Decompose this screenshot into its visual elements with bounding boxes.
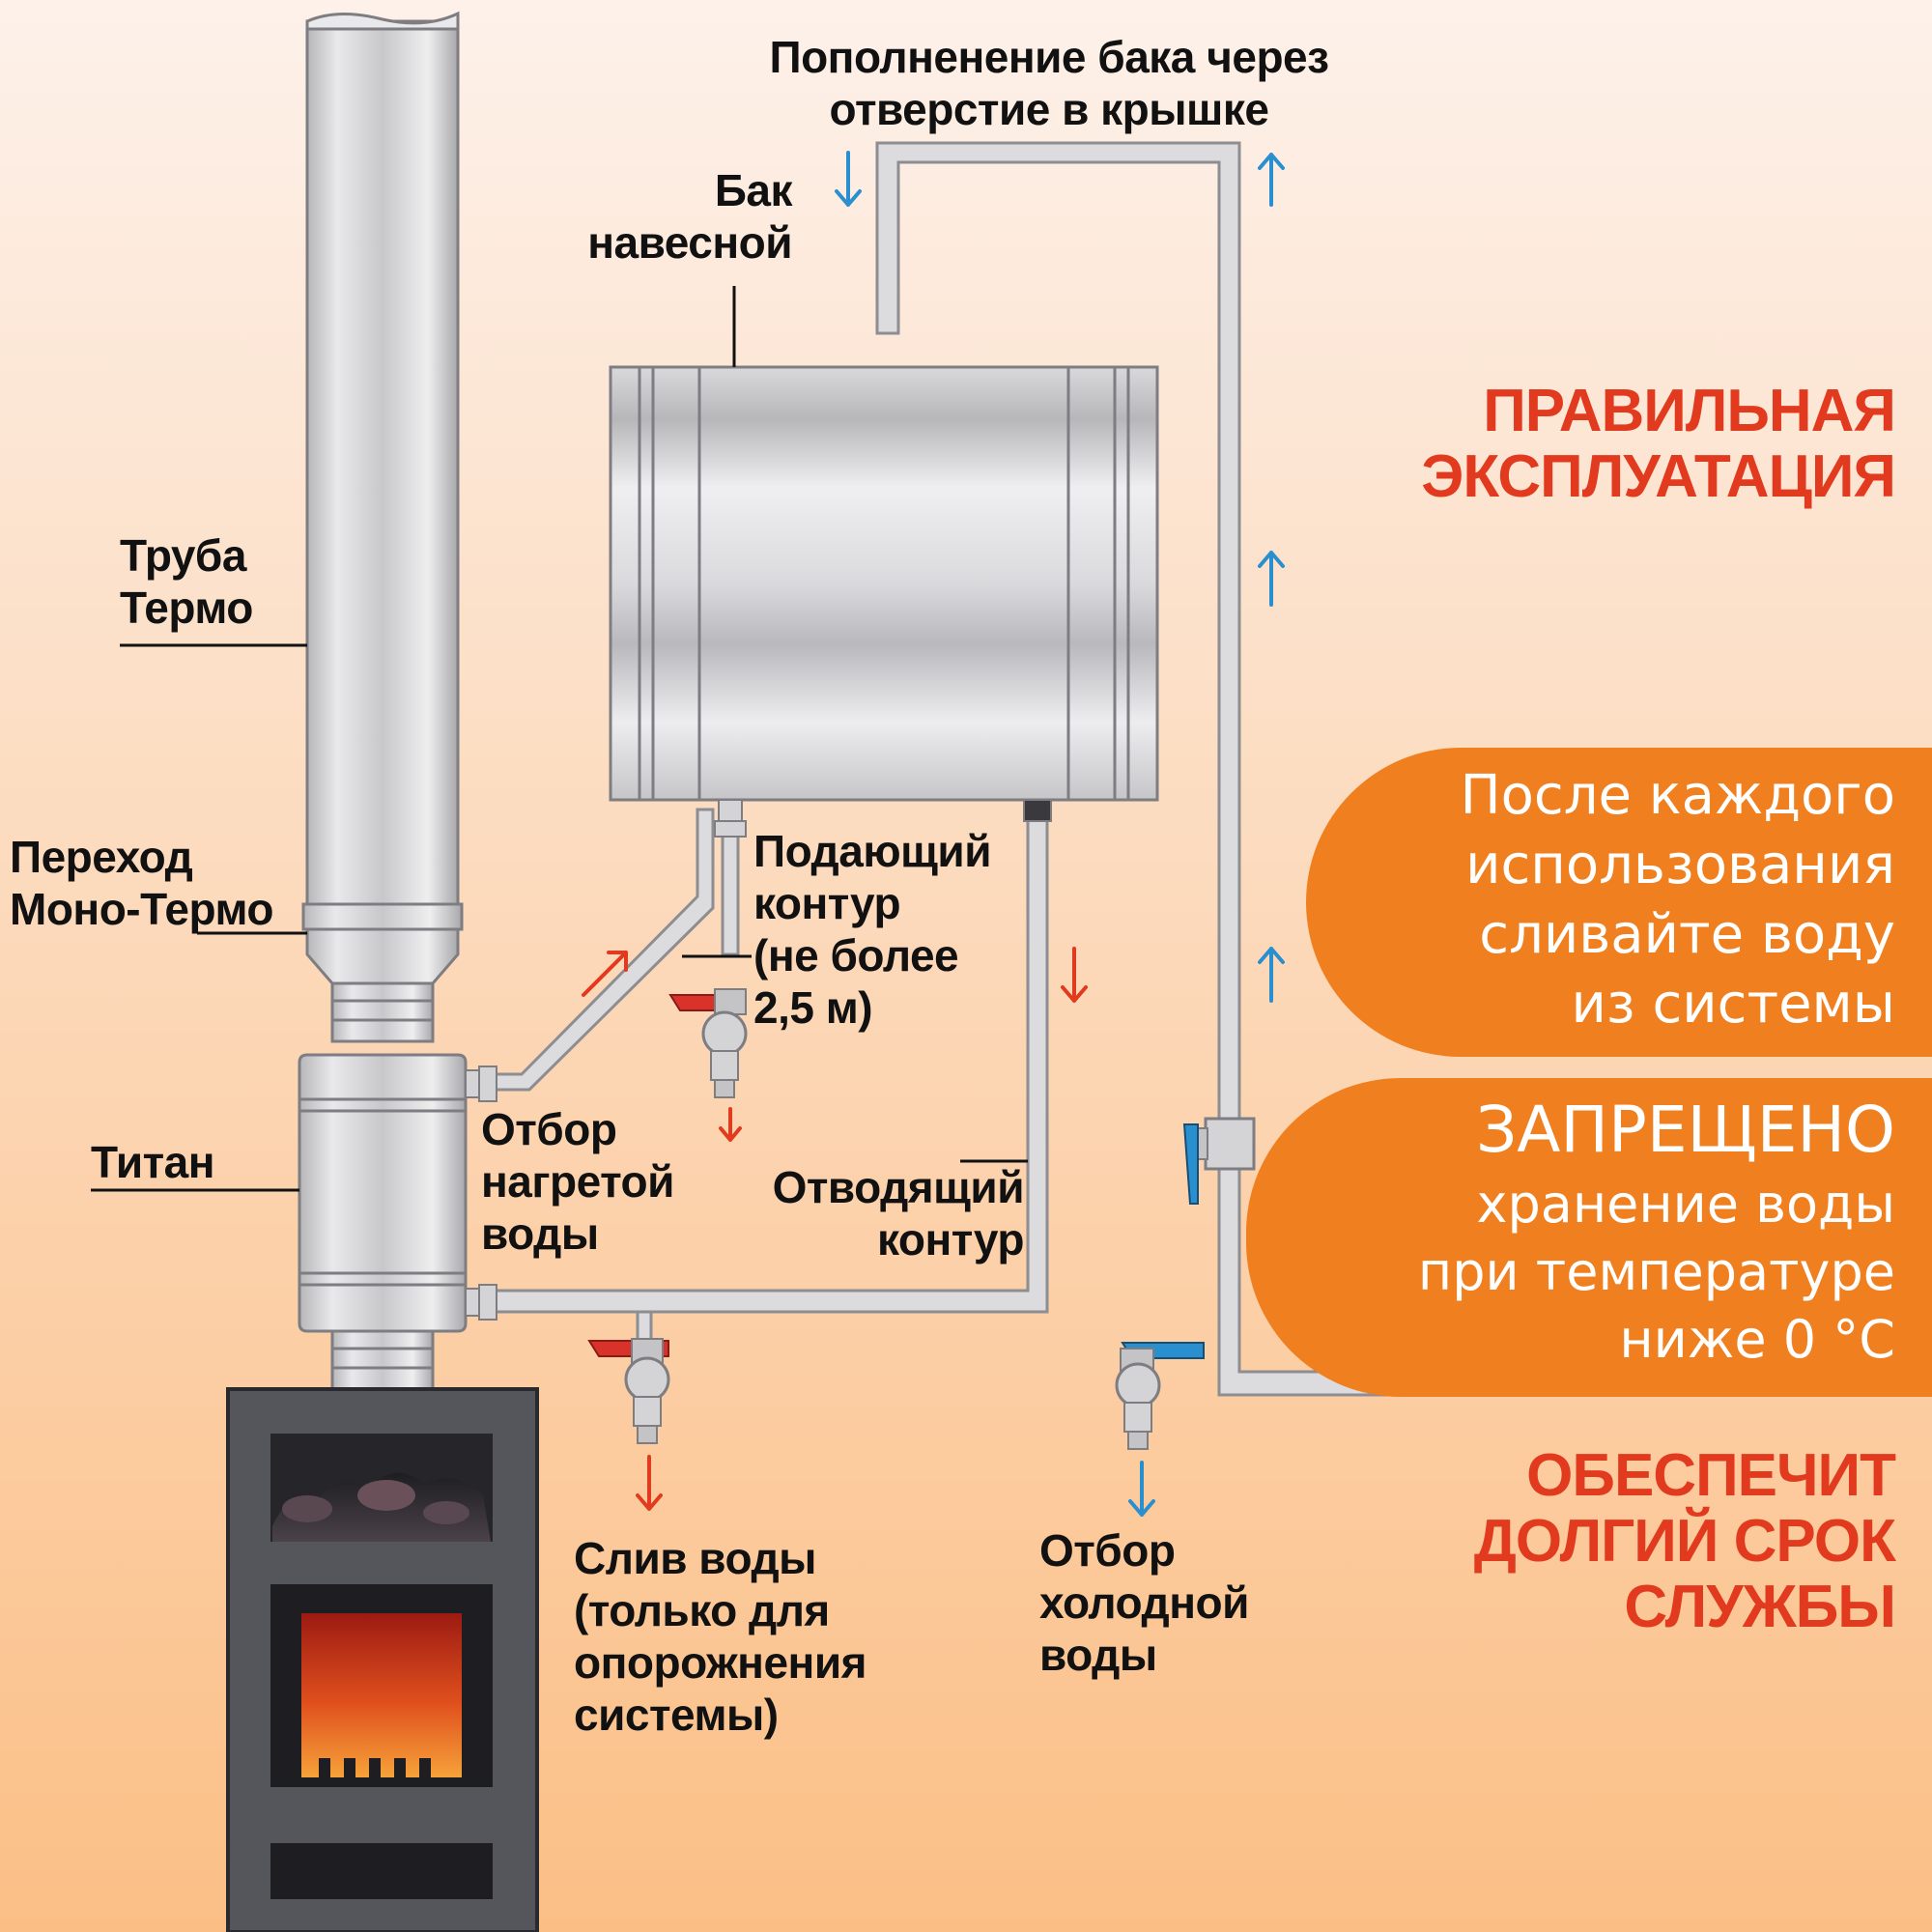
notice-forbidden-text: хранение воды при температуре ниже 0 °С (1417, 1174, 1895, 1370)
chimney-label: Труба Термо (120, 530, 253, 633)
headline-long-service: ОБЕСПЕЧИТ ДОЛГИЙ СРОК СЛУЖБЫ (1473, 1442, 1896, 1640)
hanging-tank (609, 365, 1159, 802)
notice-forbidden-title: ЗАПРЕЩЕНО (1475, 1093, 1895, 1167)
supply-valve (668, 988, 748, 1098)
tank-label: Бак навесной (587, 165, 792, 268)
hot-outlet-label: Отбор нагретой воды (481, 1104, 674, 1259)
notice-drain-pill (1306, 748, 1932, 1057)
cold-flow-arrows (835, 151, 1285, 1517)
cold-outlet-valve (1115, 1342, 1205, 1450)
stove (226, 1387, 539, 1932)
tank-fittings (714, 799, 1052, 838)
cold-line-valve (1182, 1117, 1256, 1205)
leader-lines (91, 286, 1028, 1192)
titan-label: Титан (91, 1137, 215, 1187)
titan-tank (298, 1053, 468, 1391)
notice-forbidden-pill (1246, 1078, 1932, 1397)
titan-fittings (465, 1065, 497, 1321)
adapter-label: Переход Моно-Термо (10, 832, 274, 934)
notice-drain-text: После каждого использования сливайте вод… (1460, 764, 1895, 1036)
drain-label: Слив воды (только для опорожнения систем… (574, 1533, 867, 1740)
chimney-pipe (301, 11, 464, 1043)
hot-flow-arrows (582, 947, 1088, 1511)
supply-label: Подающий контур (не более 2,5 м) (753, 826, 992, 1033)
refill-label: Пополненение бака через отверстие в крыш… (769, 32, 1330, 134)
headline-proper-use: ПРАВИЛЬНАЯ ЭКСПЛУАТАЦИЯ (1421, 378, 1896, 510)
drain-valve (587, 1338, 670, 1444)
return-label: Отводящий контур (772, 1162, 1025, 1264)
cold-outlet-label: Отбор холодной воды (1039, 1525, 1249, 1680)
